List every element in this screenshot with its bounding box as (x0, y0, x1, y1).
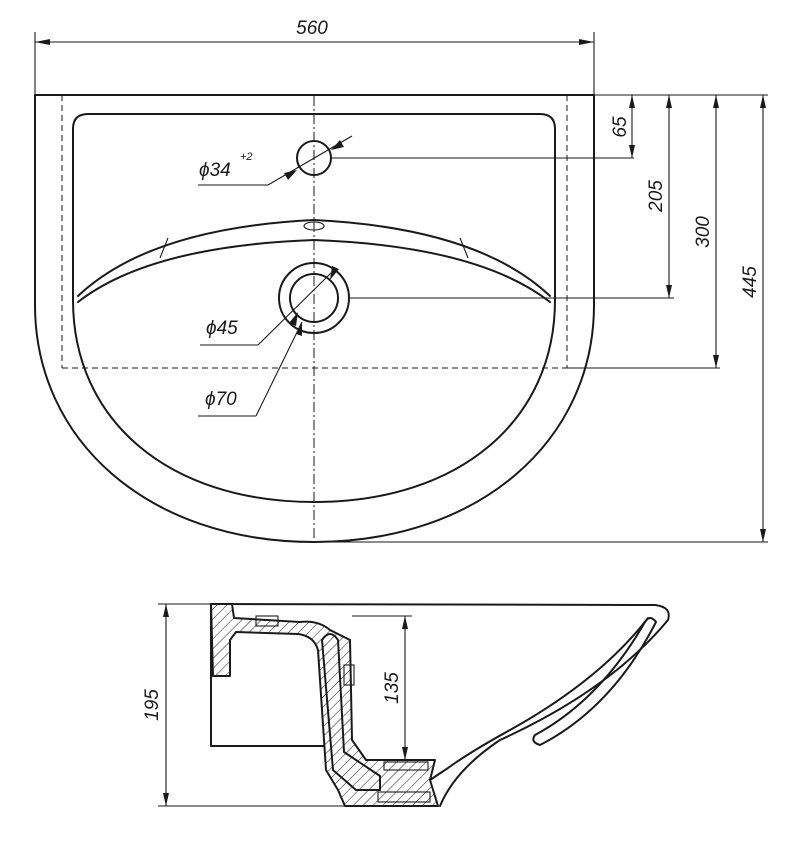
top-view (34, 94, 595, 543)
back-mounting-wall (210, 603, 328, 747)
side-view-dimensions: 195 135 (142, 603, 440, 807)
overall-height-label: 195 (142, 689, 163, 721)
depth-300-label: 300 (693, 216, 714, 248)
depth-205-label: 205 (646, 180, 667, 213)
overflow-channel (532, 617, 657, 746)
depth-65-label: 65 (610, 116, 631, 138)
overflow-notch (343, 664, 355, 686)
width-dimension-label: 560 (296, 18, 328, 39)
bowl-depth-label: 135 (382, 672, 403, 704)
top-view-dimensions: 560 65 205 300 445 ϕ34 +2 (34, 18, 768, 543)
drain-outer-diameter-label: ϕ70 (205, 389, 237, 410)
internal-overflow-tube (321, 633, 381, 791)
flange-notch (255, 615, 279, 627)
side-view (210, 603, 670, 807)
bowl-outer-surface (211, 603, 670, 807)
bowl-inner-surface (429, 617, 649, 781)
bowl-rim-upper (77, 219, 551, 297)
drain-seat-slot (383, 761, 429, 771)
depth-445-label: 445 (740, 266, 761, 298)
drain-outlet-slot (377, 791, 431, 803)
rim-break-left (159, 237, 169, 259)
drain-inner-diameter-label: ϕ45 (206, 318, 238, 339)
tap-hole-tolerance-label: +2 (240, 151, 253, 163)
rim-break-right (459, 237, 469, 259)
section-hatch-body (210, 603, 439, 807)
tap-hole-diameter-label: ϕ34 (199, 160, 231, 181)
